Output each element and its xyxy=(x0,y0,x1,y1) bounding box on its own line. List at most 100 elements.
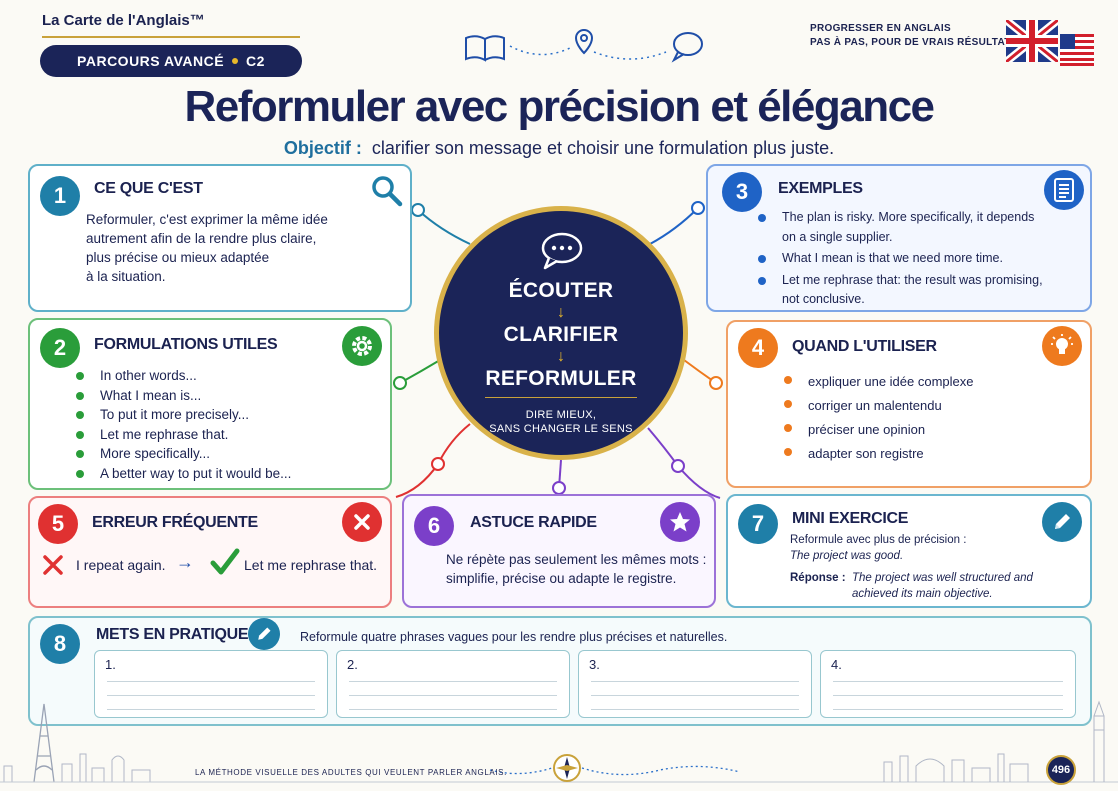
footer-decoration xyxy=(0,700,1118,783)
lightbulb-icon xyxy=(1042,326,1082,366)
connector-4-node xyxy=(709,376,723,390)
dotted-path xyxy=(509,45,571,56)
card-title: ASTUCE RAPIDE xyxy=(470,514,597,531)
header-decoration xyxy=(465,28,703,63)
card-definition: 1 CE QUE C'EST Reformuler, c'est exprime… xyxy=(28,164,412,312)
list-item: corriger un malentendu xyxy=(782,394,974,418)
connector-4 xyxy=(683,359,717,384)
writing-line xyxy=(591,709,799,710)
pencil-icon xyxy=(1042,502,1082,542)
list-item: In other words... xyxy=(74,366,291,386)
magnifier-icon xyxy=(366,170,406,210)
speech-bubble-icon xyxy=(671,32,703,63)
tagline: PROGRESSER EN ANGLAIS PAS À PAS, POUR DE… xyxy=(810,22,1018,50)
list-item: To put it more precisely... xyxy=(74,405,291,425)
uk-flag-icon xyxy=(1006,20,1058,62)
writing-line xyxy=(833,681,1063,682)
center-subtitle-line: SANS CHANGER LE SENS xyxy=(489,423,633,435)
footer-slogan: LA MÉTHODE VISUELLE DES ADULTES QUI VEUL… xyxy=(195,768,507,777)
wrong-phrase: I repeat again. xyxy=(76,557,166,573)
card-common-mistake: 5 ERREUR FRÉQUENTE I repeat again. → Let… xyxy=(28,496,392,608)
list-item: The plan is risky. More specifically, it… xyxy=(756,208,1086,247)
level-badge: PARCOURS AVANCÉ C2 xyxy=(40,45,302,77)
objective: Objectif :clarifier son message et chois… xyxy=(0,138,1118,159)
writing-line xyxy=(107,681,315,682)
card-number: 2 xyxy=(40,328,80,368)
list-item: More specifically... xyxy=(74,444,291,464)
list-item: What I mean is that we need more time. xyxy=(756,249,1086,269)
connector-1-node xyxy=(411,203,425,217)
tagline-line-1: PROGRESSER EN ANGLAIS xyxy=(810,23,951,34)
practice-box-number: 2. xyxy=(347,657,358,672)
list-item: A better way to put it would be... xyxy=(74,464,291,484)
writing-line xyxy=(591,681,799,682)
practice-instruction: Reformule quatre phrases vagues pour les… xyxy=(300,630,728,644)
cross-icon xyxy=(342,502,382,542)
connector-2 xyxy=(399,359,441,384)
exercise-sentence: The project was good. xyxy=(790,550,904,562)
examples-list: The plan is risky. More specifically, it… xyxy=(756,208,1086,310)
practice-box-number: 1. xyxy=(105,657,116,672)
definition-line: Reformuler, c'est exprimer la même idée xyxy=(86,212,328,227)
card-title: EXEMPLES xyxy=(778,180,863,197)
book-icon xyxy=(465,35,505,62)
center-circle: ÉCOUTER ↓ CLARIFIER ↓ REFORMULER DIRE MI… xyxy=(434,206,688,460)
level-code: C2 xyxy=(246,53,265,69)
practice-box-3[interactable]: 3. xyxy=(578,650,812,718)
definition-text: Reformuler, c'est exprimer la même idée … xyxy=(86,210,328,286)
practice-box-4[interactable]: 4. xyxy=(820,650,1076,718)
london-skyline-icon xyxy=(883,700,1105,782)
dotted-path xyxy=(489,765,741,776)
card-examples: 3 EXEMPLES The plan is risky. More speci… xyxy=(706,164,1092,312)
writing-line xyxy=(349,695,557,696)
tip-line: simplifie, précise ou adapte le registre… xyxy=(446,571,677,586)
definition-line: autrement afin de la rendre plus claire, xyxy=(86,231,317,246)
tip-text: Ne répète pas seulement les mêmes mots :… xyxy=(446,550,706,588)
center-word-rephrase: REFORMULER xyxy=(485,367,637,390)
card-title: CE QUE C'EST xyxy=(94,180,203,197)
card-number: 4 xyxy=(738,328,778,368)
brand-underline xyxy=(42,36,300,38)
card-number: 7 xyxy=(738,504,778,544)
practice-box-2[interactable]: 2. xyxy=(336,650,570,718)
connector-3-node xyxy=(691,201,705,215)
compass-icon xyxy=(553,754,581,782)
list-item: Let me rephrase that: the result was pro… xyxy=(756,271,1086,310)
list-item: Let me rephrase that. xyxy=(74,425,291,445)
arrow-right-icon: → xyxy=(176,552,194,572)
card-number: 5 xyxy=(38,504,78,544)
dotted-path xyxy=(593,51,667,60)
practice-box-1[interactable]: 1. xyxy=(94,650,328,718)
tagline-line-2: PAS À PAS, POUR DE VRAIS RÉSULTATS xyxy=(810,37,1018,48)
level-label: PARCOURS AVANCÉ xyxy=(77,53,225,69)
tip-line: Ne répète pas seulement les mêmes mots : xyxy=(446,552,707,567)
location-pin-icon xyxy=(574,28,594,55)
practice-box-number: 3. xyxy=(589,657,600,672)
exercise-prompt: Reformule avec plus de précision : xyxy=(790,534,967,546)
document-icon xyxy=(1044,170,1084,210)
definition-line: plus précise ou mieux adaptée xyxy=(86,250,270,265)
list-item: adapter son registre xyxy=(782,442,974,466)
star-icon xyxy=(660,502,700,542)
arrow-down-icon: ↓ xyxy=(557,304,565,321)
arrow-down-icon: ↓ xyxy=(557,348,565,365)
eiffel-tower-icon xyxy=(33,703,55,783)
example-line: The plan is risky. More specifically, it… xyxy=(782,210,1035,224)
card-title: MINI EXERCICE xyxy=(792,510,909,527)
connector-7-node xyxy=(671,459,685,473)
answer-label: Réponse : xyxy=(790,572,846,584)
connector-6-node xyxy=(552,481,566,495)
connector-2-node xyxy=(393,376,407,390)
right-phrase: Let me rephrase that. xyxy=(244,557,378,573)
connector-6 xyxy=(558,459,562,489)
card-title: QUAND L'UTILISER xyxy=(792,338,937,355)
definition-line: à la situation. xyxy=(86,269,166,284)
writing-line xyxy=(833,709,1063,710)
card-when-to-use: 4 QUAND L'UTILISER expliquer une idée co… xyxy=(726,320,1092,488)
writing-line xyxy=(833,695,1063,696)
center-subtitle: DIRE MIEUX, SANS CHANGER LE SENS xyxy=(439,408,683,436)
wrong-cross-icon xyxy=(43,555,63,575)
card-title: ERREUR FRÉQUENTE xyxy=(92,514,258,531)
writing-line xyxy=(591,695,799,696)
left-skyline-icon xyxy=(3,753,151,782)
